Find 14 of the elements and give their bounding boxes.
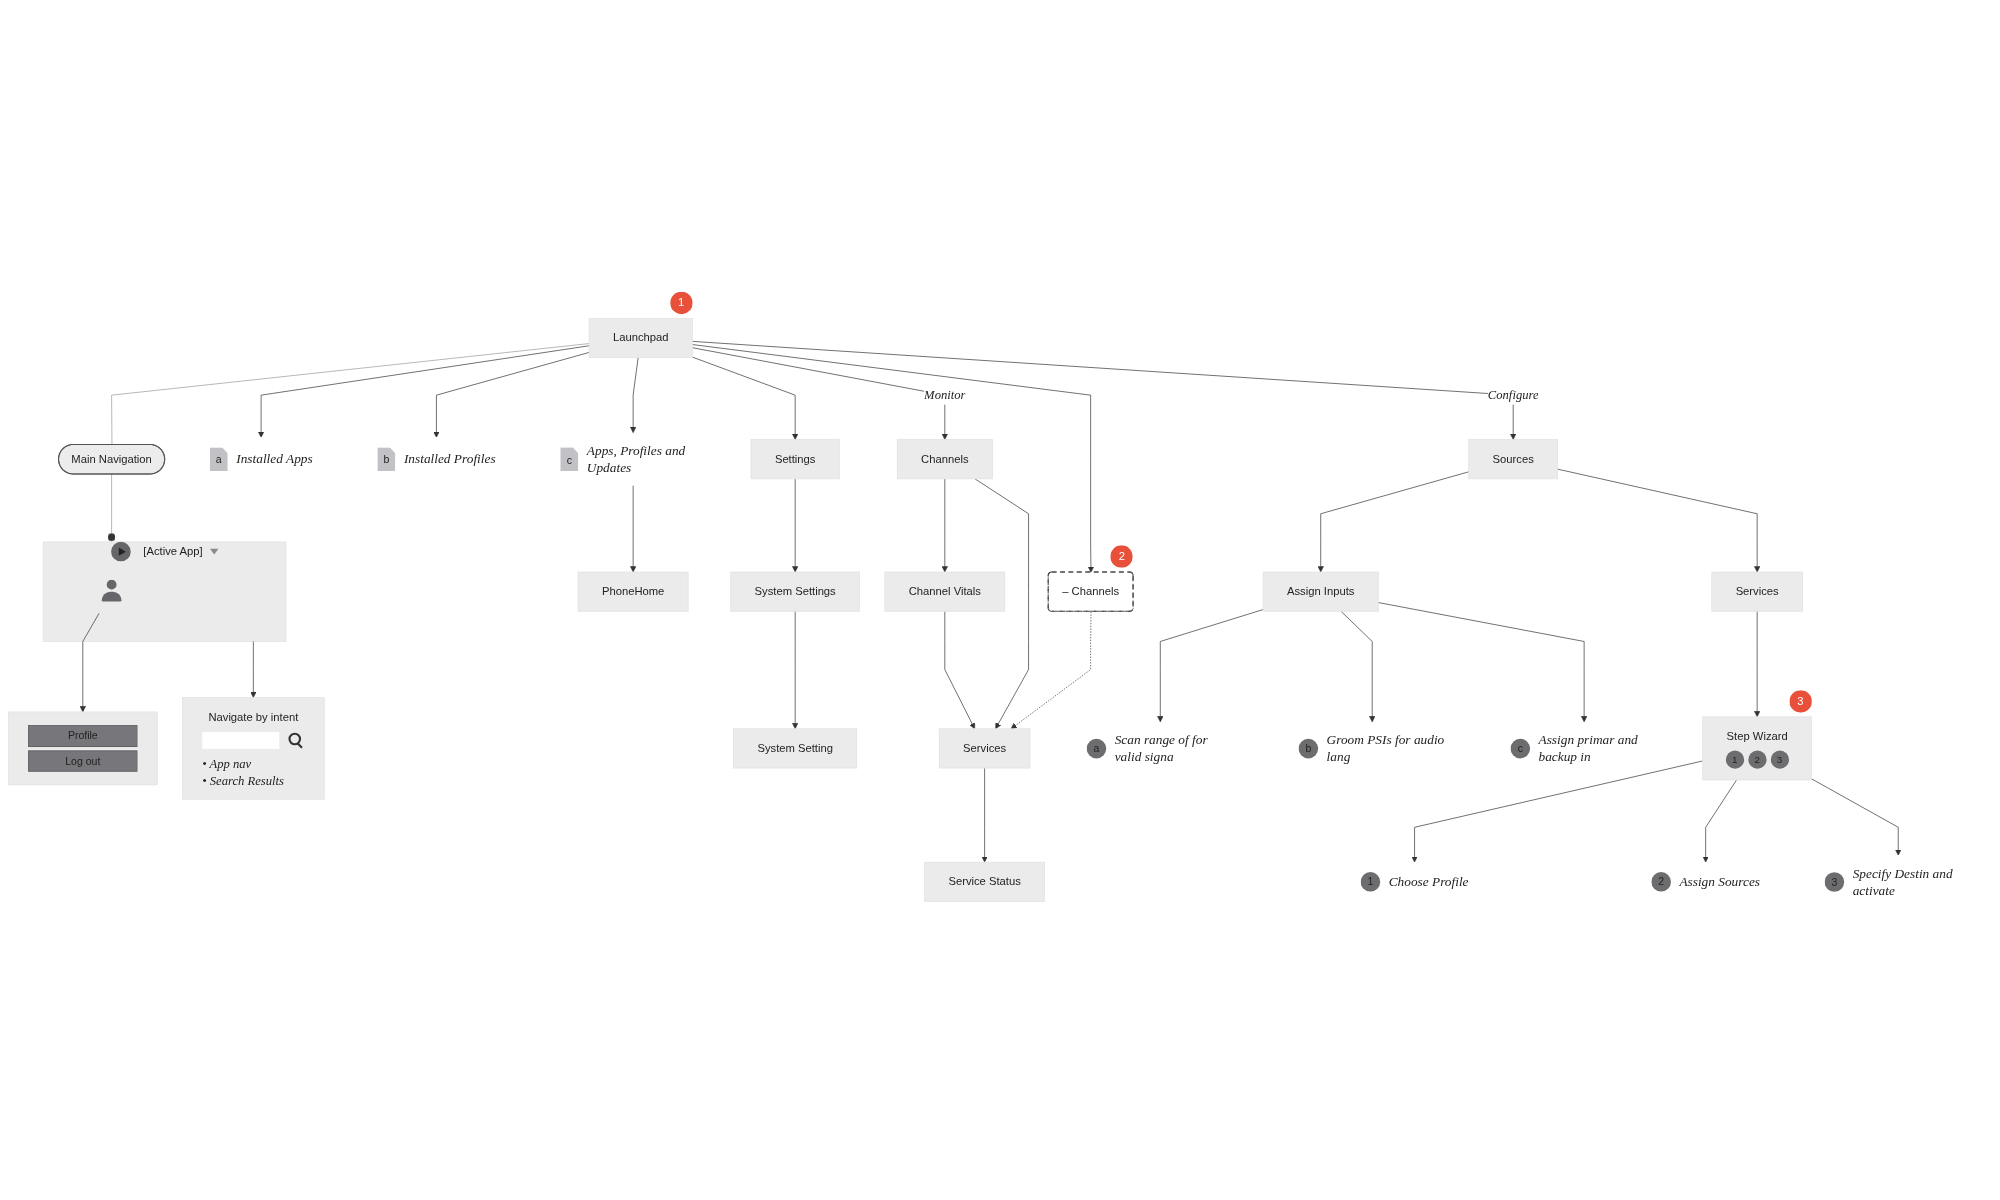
callout-number: 2 — [1110, 545, 1134, 568]
callout-number: 3 — [1789, 690, 1812, 713]
node-label: Groom PSIs for audio lang — [1326, 732, 1445, 764]
node-label: Installed Apps — [236, 451, 313, 467]
node-label: Choose Profile — [1388, 874, 1469, 889]
node-label: Installed Profiles — [403, 451, 496, 467]
node-label: Specify Destin and activate — [1852, 865, 1953, 898]
node-label: Apps, Profiles and Updates — [586, 443, 686, 475]
node-label: Assign Sources — [1679, 874, 1761, 889]
edge-label: Configure — [1487, 387, 1539, 402]
edge-label: Monitor — [924, 387, 966, 402]
node-label: Assign primar and backup in — [1538, 732, 1638, 764]
callout-number: 1 — [669, 291, 693, 315]
node-label: Scan range of for valid signa — [1114, 732, 1208, 764]
